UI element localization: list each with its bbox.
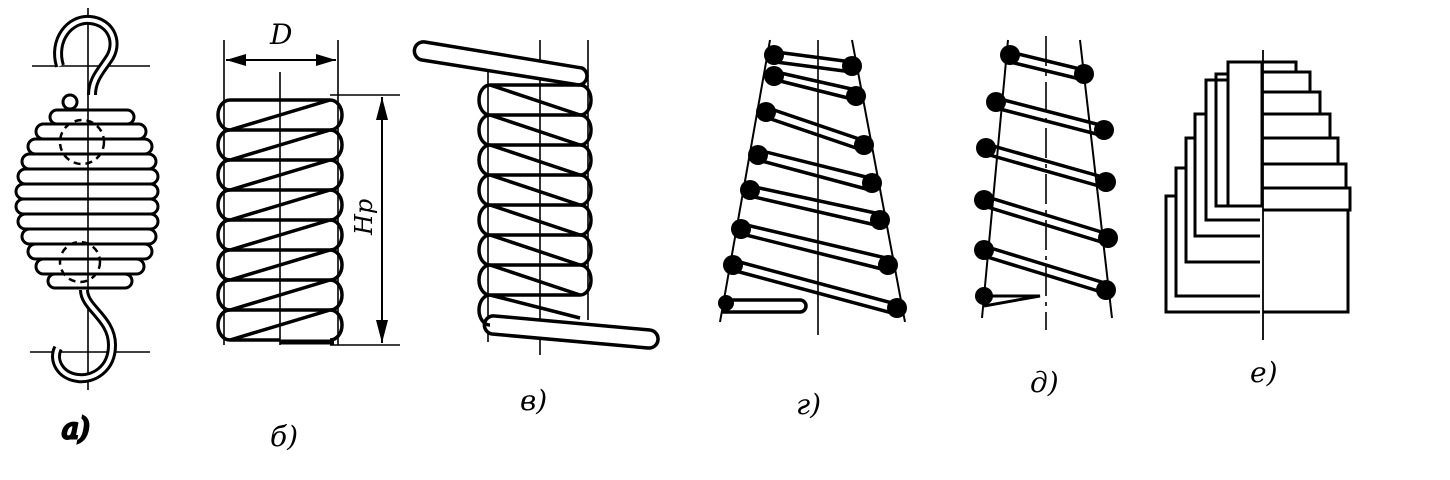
contour-line [1080, 40, 1112, 318]
hidden-hook-eye-bottom [58, 240, 102, 284]
spring-a-barrel-with-hooks: а) [16, 8, 158, 447]
coil-ends [479, 85, 591, 325]
dimension-label-hp: Hp [350, 199, 378, 236]
lower-leg [484, 316, 658, 348]
end-coil [984, 296, 1040, 306]
contour-line [720, 40, 770, 322]
spring-v-torsion: в) [414, 40, 658, 417]
wire-sections [974, 45, 1118, 305]
arrow-top [376, 97, 388, 120]
coil-bars [984, 52, 1108, 294]
label-e: е) [1250, 356, 1278, 389]
coil-wire [230, 100, 330, 340]
upper-leg [414, 42, 587, 85]
spring-e-stepped: е) [1166, 50, 1350, 389]
bottom-hook [56, 290, 112, 378]
spring-b-cylindrical: D Hp б) [218, 18, 400, 453]
spring-g-conical-section: г) [718, 40, 907, 421]
arrow-bottom [376, 320, 388, 343]
label-d: д) [1030, 366, 1059, 399]
label-g: г) [796, 388, 821, 421]
hidden-hook-eye-top [58, 118, 106, 166]
barrel-coils [16, 110, 158, 288]
coil-ends [218, 100, 342, 340]
coil-bars [732, 52, 896, 314]
top-hook-inner [58, 20, 114, 95]
coil-wire [490, 85, 580, 318]
label-a: а) [62, 412, 90, 445]
arrow-right [316, 54, 336, 66]
contour-line [982, 40, 1008, 318]
wire-sections [718, 45, 907, 318]
label-b: б) [270, 420, 298, 453]
dimension-label-d: D [269, 18, 292, 51]
hook-knot [61, 93, 79, 111]
bottom-hook-inner [56, 290, 112, 378]
label-v: в) [520, 384, 547, 417]
end-coil [722, 300, 806, 312]
central-strip [1228, 62, 1262, 206]
spring-d-conical-section: д) [974, 36, 1118, 399]
arrow-left [226, 54, 246, 66]
